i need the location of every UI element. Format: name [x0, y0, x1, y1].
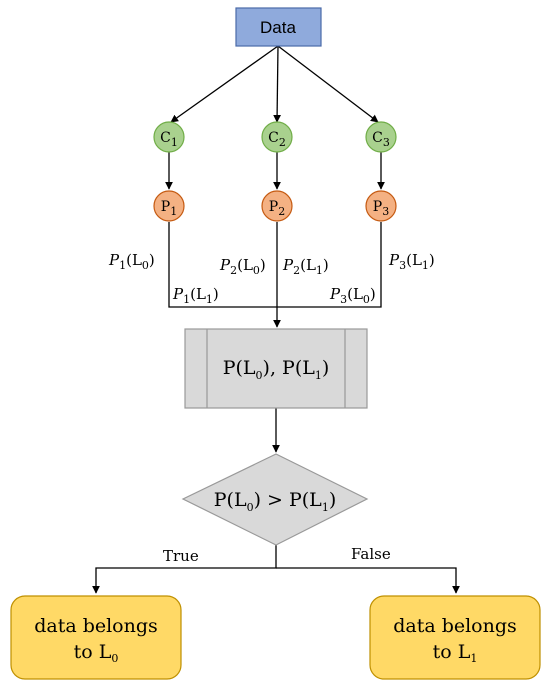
predictor-p3: P3 [365, 190, 397, 222]
classifier-c2: C2 [261, 121, 293, 153]
edge-label-p1-l1: P1(L1) [172, 285, 219, 306]
outcome-left: data belongs to L0 [10, 595, 182, 680]
svg-text:P2: P2 [269, 199, 285, 218]
svg-text:C3: C3 [372, 130, 390, 149]
arrow-data-c3 [277, 45, 379, 123]
svg-text:C2: C2 [268, 130, 286, 149]
aggregate-box: P(L0), P(L1) [184, 328, 368, 409]
edge-label-p2-l1: P2(L1) [282, 256, 329, 277]
decision-diamond: P(L0) > P(L1) [181, 453, 369, 546]
classifier-c3: C3 [365, 121, 397, 153]
arrow-true-branch [92, 545, 277, 594]
data-node: Data [235, 7, 322, 47]
merge-line [168, 222, 382, 308]
arrow-data-c2 [273, 45, 281, 123]
outcome-left-line1: data belongs [34, 615, 158, 637]
svg-text:C1: C1 [160, 130, 178, 149]
true-branch-label: True [163, 547, 199, 565]
svg-text:P1: P1 [161, 199, 177, 218]
arrow-false-branch [276, 567, 460, 594]
outcome-right: data belongs to L1 [369, 595, 541, 680]
arrow-data-c1 [170, 45, 279, 123]
edge-label-p1-l0: P1(L0) [108, 251, 155, 272]
false-branch-label: False [351, 545, 391, 563]
outcome-right-line2: to L1 [433, 641, 478, 665]
outcome-right-line1: data belongs [393, 615, 517, 637]
edge-label-p3-l1: P3(L1) [388, 251, 435, 272]
predictor-p2: P2 [261, 190, 293, 222]
data-box [235, 7, 322, 47]
edge-label-p3-l0: P3(L0) [329, 285, 376, 306]
svg-text:P3: P3 [373, 199, 389, 218]
data-label: Data [260, 18, 296, 37]
classifier-c1: C1 [153, 121, 185, 153]
predictor-p1: P1 [153, 190, 185, 222]
decision-label: P(L0) > P(L1) [214, 489, 336, 514]
outcome-left-line2: to L0 [74, 641, 119, 665]
connectors [92, 45, 460, 594]
aggregate-label: P(L0), P(L1) [223, 357, 330, 382]
edge-label-p2-l0: P2(L0) [219, 256, 266, 277]
